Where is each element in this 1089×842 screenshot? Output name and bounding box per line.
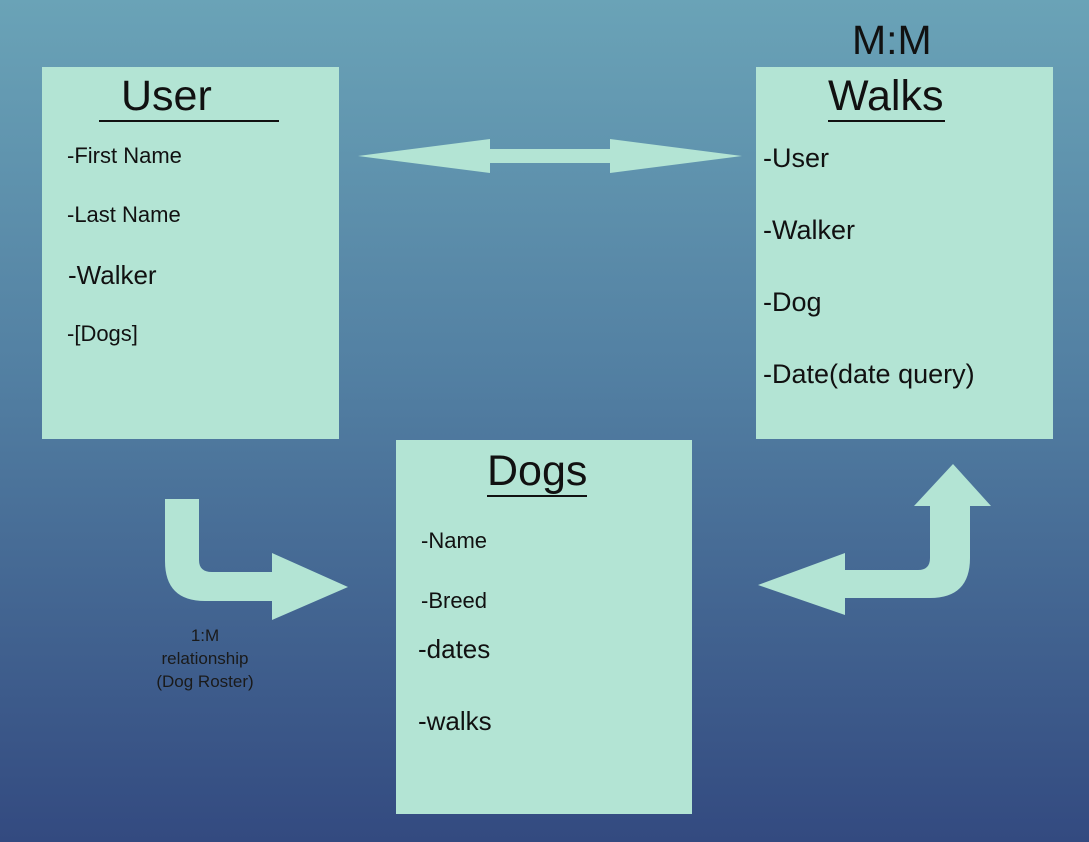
- walks-field-date: -Date(date query): [763, 359, 975, 389]
- dogs-entity-title: Dogs: [487, 447, 588, 497]
- walks-field-dog: -Dog: [763, 287, 822, 317]
- dogs-field-dates: -dates: [418, 634, 491, 664]
- one-to-many-label-line: (Dog Roster): [156, 672, 254, 691]
- user-field-first-name: -First Name: [67, 143, 182, 168]
- dogs-field-name: -Name: [421, 528, 488, 553]
- user-entity-box: User -First Name -Last Name -Walker -[Do…: [42, 67, 339, 439]
- one-to-many-label-line: relationship: [161, 649, 249, 668]
- walks-entity-box: Walks -User -Walker -Dog -Date(date quer…: [756, 67, 1053, 439]
- one-to-many-label: 1:M relationship (Dog Roster): [140, 624, 270, 693]
- dogs-field-breed: -Breed: [421, 588, 488, 613]
- user-field-walker: -Walker: [68, 260, 157, 290]
- walks-field-walker: -Walker: [763, 215, 855, 245]
- user-walks-double-arrow: [358, 139, 742, 173]
- walks-entity-title: Walks: [828, 72, 946, 122]
- user-dogs-bent-arrow: [165, 499, 348, 620]
- user-entity-title: User: [99, 75, 279, 122]
- walks-field-user: -User: [763, 143, 829, 173]
- dogs-walks-bent-arrow: [758, 464, 991, 615]
- dogs-field-walks: -walks: [418, 706, 492, 736]
- one-to-many-label-line: 1:M: [190, 626, 220, 645]
- many-to-many-label: M:M: [852, 17, 932, 63]
- user-field-dogs: -[Dogs]: [67, 321, 138, 346]
- user-field-last-name: -Last Name: [67, 202, 181, 227]
- dogs-entity-box: Dogs -Name -Breed -dates -walks: [396, 440, 692, 814]
